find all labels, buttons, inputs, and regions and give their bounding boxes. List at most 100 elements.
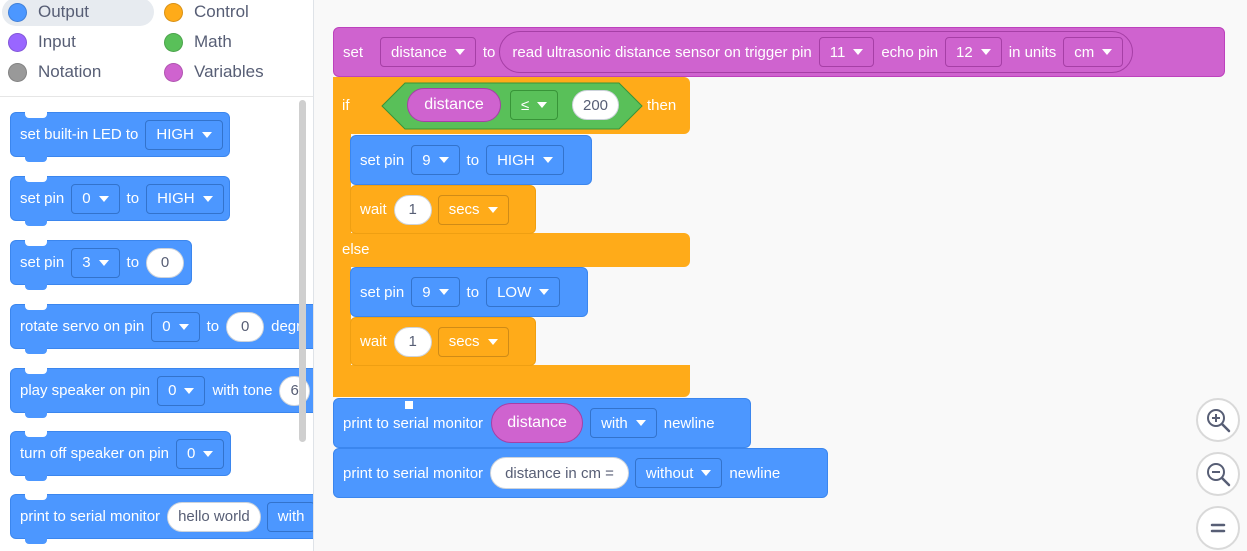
variable-dropdown[interactable]: distance — [380, 37, 476, 67]
if-header[interactable]: if distance ≤ 200 then — [333, 77, 690, 134]
led-state-dropdown[interactable]: HIGH — [145, 119, 223, 150]
newline-mode-dropdown[interactable]: with — [590, 408, 657, 438]
dropdown-value: secs — [448, 201, 480, 218]
zoom-in-button[interactable] — [1196, 398, 1240, 442]
block-label: wait — [360, 201, 387, 218]
dropdown-value: cm — [1074, 43, 1095, 61]
block-label: to — [126, 190, 140, 207]
wait-block[interactable]: wait 1 secs — [350, 317, 536, 366]
wait-duration-input[interactable]: 1 — [393, 194, 432, 225]
dropdown-value: LOW — [497, 283, 532, 301]
dropdown-value: with — [601, 414, 628, 432]
print-serial-variable-block[interactable]: print to serial monitor distance with ne… — [333, 398, 751, 448]
set-pin-low-block[interactable]: set pin 9 to LOW — [350, 267, 588, 317]
value-input[interactable]: 0 — [146, 247, 185, 278]
caret-down-icon — [1102, 49, 1113, 55]
block-label: print to serial monitor — [343, 414, 484, 432]
block-label: with tone — [212, 382, 273, 399]
caret-down-icon — [454, 49, 465, 55]
palette-block-set-led[interactable]: set built-in LED to HIGH — [10, 112, 230, 162]
set-variable-block[interactable]: set distance to read ultrasonic distance… — [333, 27, 1225, 77]
wait-duration-input[interactable]: 1 — [393, 326, 432, 357]
trigger-pin-dropdown[interactable]: 11 — [818, 37, 875, 67]
distance-variable-reporter[interactable]: distance — [407, 88, 501, 122]
block-label: set — [343, 43, 364, 61]
if-label: if — [342, 97, 350, 114]
category-math[interactable]: Math — [158, 28, 308, 56]
block-label: set pin — [360, 283, 405, 301]
caret-down-icon — [635, 420, 646, 426]
angle-input[interactable]: 0 — [226, 311, 265, 342]
if-else-footer — [333, 365, 690, 397]
then-label: then — [647, 97, 677, 114]
time-unit-dropdown[interactable]: secs — [437, 194, 509, 225]
else-label: else — [342, 241, 370, 258]
category-input[interactable]: Input — [2, 28, 154, 56]
palette-block-print-serial[interactable]: print to serial monitor hello world with — [10, 494, 313, 544]
block-label: in units — [1008, 43, 1057, 61]
block-label: degr — [271, 318, 302, 335]
block-label: play speaker on pin — [20, 382, 151, 399]
else-bar[interactable]: else — [333, 233, 690, 267]
pin-dropdown[interactable]: 0 — [71, 183, 120, 214]
time-unit-dropdown[interactable]: secs — [437, 326, 509, 357]
threshold-input[interactable]: 200 — [572, 90, 620, 120]
pin-dropdown[interactable]: 9 — [411, 145, 460, 175]
category-notation[interactable]: Notation — [2, 58, 154, 86]
connection-marker — [405, 401, 413, 409]
caret-down-icon — [487, 338, 498, 345]
palette-block-set-pin[interactable]: set pin 0 to HIGH — [10, 176, 230, 226]
caret-down-icon — [537, 102, 548, 108]
pin-dropdown[interactable]: 3 — [71, 247, 120, 278]
pin-dropdown[interactable]: 0 — [176, 438, 225, 469]
block-label: print to serial monitor — [343, 464, 484, 482]
pin-state-dropdown[interactable]: HIGH — [146, 183, 224, 214]
category-label: Input — [38, 32, 76, 51]
text-input[interactable]: hello world — [167, 501, 261, 532]
dropdown-value: ≤ — [521, 96, 530, 114]
caret-down-icon — [487, 206, 498, 213]
block-label: echo pin — [881, 43, 939, 61]
dropdown-value: 0 — [168, 382, 177, 399]
category-control[interactable]: Control — [158, 0, 308, 26]
palette-block-speaker-off[interactable]: turn off speaker on pin 0 — [10, 431, 231, 481]
distance-variable-reporter[interactable]: distance — [491, 403, 584, 443]
pin-state-dropdown[interactable]: HIGH — [486, 145, 564, 175]
dropdown-value: 9 — [422, 283, 431, 301]
block-label: to — [466, 151, 480, 169]
palette-block-play-speaker[interactable]: play speaker on pin 0 with tone 6 — [10, 368, 313, 418]
caret-down-icon — [701, 470, 712, 476]
dropdown-value: 9 — [422, 151, 431, 169]
wait-block[interactable]: wait 1 secs — [350, 185, 536, 234]
divider — [0, 96, 313, 97]
block-label: set pin — [20, 254, 65, 271]
palette-scrollbar[interactable] — [299, 100, 306, 442]
block-label: newline — [663, 414, 715, 432]
text-input[interactable]: distance in cm = — [490, 457, 629, 489]
dropdown-value: HIGH — [157, 190, 195, 207]
pin-dropdown[interactable]: 0 — [151, 311, 200, 342]
comparison-operator-dropdown[interactable]: ≤ — [510, 90, 559, 120]
palette-block-rotate-servo[interactable]: rotate servo on pin 0 to 0 degr — [10, 304, 313, 354]
newline-mode-dropdown[interactable]: without — [634, 458, 723, 488]
caret-down-icon — [980, 49, 991, 55]
newline-dropdown[interactable]: with — [266, 501, 313, 532]
palette-block-set-pin-analog[interactable]: set pin 3 to 0 — [10, 240, 192, 290]
zoom-reset-button[interactable] — [1196, 506, 1240, 550]
print-serial-text-block[interactable]: print to serial monitor distance in cm =… — [333, 448, 828, 498]
pin-dropdown[interactable]: 9 — [411, 277, 460, 307]
pin-state-dropdown[interactable]: LOW — [486, 277, 561, 307]
echo-pin-dropdown[interactable]: 12 — [945, 37, 1002, 67]
caret-down-icon — [853, 49, 864, 55]
units-dropdown[interactable]: cm — [1063, 37, 1124, 67]
pin-dropdown[interactable]: 0 — [157, 375, 206, 406]
dropdown-value: 3 — [82, 254, 91, 271]
zoom-out-button[interactable] — [1196, 452, 1240, 496]
set-pin-high-block[interactable]: set pin 9 to HIGH — [350, 135, 592, 185]
category-label: Math — [194, 32, 232, 51]
variables-dot-icon — [164, 62, 183, 82]
category-variables[interactable]: Variables — [158, 58, 308, 86]
block-label: set pin — [360, 151, 405, 169]
category-output[interactable]: Output — [2, 0, 154, 26]
ultrasonic-sensor-reporter[interactable]: read ultrasonic distance sensor on trigg… — [499, 31, 1134, 73]
